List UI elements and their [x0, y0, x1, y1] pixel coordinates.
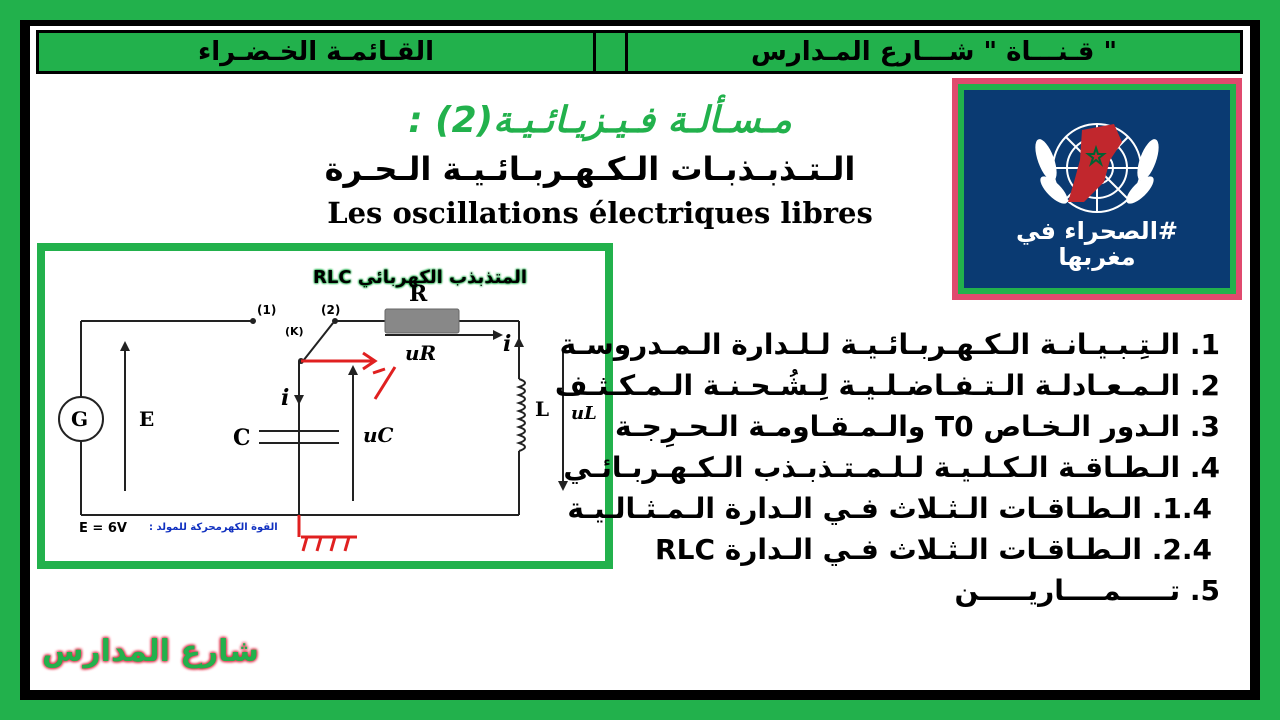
header-right-text: قـنـــاة " شـــارع المـدارس ": [750, 37, 1118, 67]
arrowhead-ul: [558, 481, 568, 491]
label-e: E: [139, 407, 155, 431]
logo-text: #الصحراء في مغربها: [1015, 217, 1179, 271]
list-item: 5. تـــــمــــاريـــــن: [954, 574, 1220, 607]
label-ur: uR: [405, 341, 437, 365]
label-emf-caption: القوة الكهرمحركة للمولد :: [149, 522, 278, 533]
label-i-left: i: [281, 385, 290, 411]
label-c: C: [233, 425, 251, 451]
list-item: 3. الـدور الـخـاص T0 والـمـقـاومـة الـحـ…: [615, 410, 1220, 443]
generator: [58, 396, 104, 442]
terminal-1: [250, 318, 256, 324]
inductor-coil: [515, 378, 526, 452]
arrowhead-i-right: [514, 337, 524, 347]
ground-symbol: [297, 515, 357, 552]
brand-watermark: شارع المدارس: [42, 634, 259, 669]
arrowhead-e: [120, 341, 130, 351]
list-item: 4. الـطـاقـة الـكـلـيـة لـلـمـتـذبـذب ال…: [563, 451, 1220, 484]
problem-title: مـسـألـة فـيـزيـائـيـة(2) :: [408, 100, 792, 141]
label-r: R: [409, 281, 428, 307]
switch-arm: [302, 322, 334, 362]
list-item: 1.4. الـطـاقـات الـثـلاث فـي الـدارة الـ…: [567, 492, 1212, 525]
diagram-title: المتذبذب الكهربائي RLC: [313, 267, 528, 288]
arrowhead-uc: [348, 365, 358, 375]
un-emblem-icon: [1035, 123, 1159, 213]
header-right: قـنـــاة " شـــارع المـدارس ": [625, 30, 1243, 74]
label-uc: uC: [363, 423, 394, 447]
header-left: القـائمـة الخـضـراء: [36, 30, 596, 74]
sahara-logo: #الصحراء في مغربها: [952, 78, 1242, 300]
list-item: 1. الـتِـبـيـانـة الـكـهـربـائـيـة لـلـد…: [559, 328, 1220, 361]
french-title: Les oscillations électriques libres: [327, 196, 873, 230]
circuit-diagram: المتذبذب الكهربائي RLC: [37, 243, 613, 569]
list-item: 2.4. الـطـاقـات الـثـلاث فـي الـدارة RLC: [655, 533, 1212, 566]
arabic-title: الـتـذبـذبـات الـكـهـربـائـيـة الـحـرة: [324, 150, 856, 188]
terminal-2: [332, 318, 338, 324]
outline-list: 1. الـتِـبـيـانـة الـكـهـربـائـيـة لـلـد…: [554, 324, 1220, 611]
arrowhead-i-left: [294, 395, 304, 405]
label-emf: E = 6V: [79, 521, 127, 536]
circuit-schematic: [58, 308, 568, 552]
resistor: [384, 308, 460, 334]
label-i-top: i: [503, 331, 512, 357]
label-k: (K): [285, 325, 304, 338]
label-l: L: [535, 397, 550, 421]
label-sw1: (1): [257, 303, 277, 317]
header-left-text: القـائمـة الخـضـراء: [197, 37, 435, 67]
label-g: G: [71, 407, 89, 431]
label-sw2: (2): [321, 303, 341, 317]
arrowhead-i-top: [493, 330, 503, 340]
label-ul: uL: [571, 403, 597, 424]
list-item: 2. الـمـعـادلـة الـتـفـاضـلـيـة لِـشُـحـ…: [554, 369, 1220, 402]
header-separator: [596, 30, 625, 74]
red-annotation-arrow: [301, 351, 397, 400]
